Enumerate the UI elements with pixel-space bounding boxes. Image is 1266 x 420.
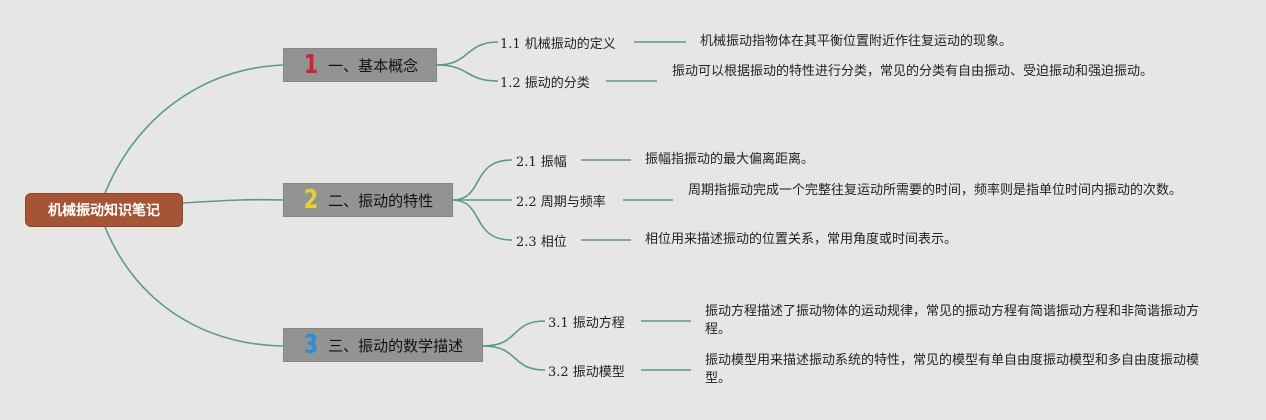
edge-root-branch-3 <box>104 226 285 347</box>
edge-branch-2-sub-3 <box>451 199 513 241</box>
branch-number-1: 1 <box>303 50 319 80</box>
branch-number-3: 3 <box>303 330 319 360</box>
branch-node-3[interactable]: 3 三、振动的数学描述 <box>283 328 483 362</box>
sub-node-2-3[interactable]: 2.3 相位 <box>516 235 567 250</box>
edge-branch-2-sub-1 <box>451 159 513 201</box>
branch-label-3: 三、振动的数学描述 <box>328 336 464 355</box>
edge-branch-3-sub-2 <box>482 345 546 371</box>
leaf-text-2-1: 振幅指振动的最大偏离距离。 <box>645 152 815 167</box>
branch-node-2[interactable]: 2 二、振动的特性 <box>283 183 453 217</box>
leaf-text-2-3: 相位用来描述振动的位置关系，常用角度或时间表示。 <box>645 232 958 247</box>
edge-root-branch-1 <box>104 64 285 194</box>
edge-branch-3-sub-1 <box>482 320 546 347</box>
branch-node-1[interactable]: 1 一、基本概念 <box>283 48 437 82</box>
edge-root-branch-2 <box>182 198 285 204</box>
leaf-text-3-1: 振动方程描述了振动物体的运动规律，常见的振动方程有简谐振动方程和非简谐振动方程。 <box>705 304 1200 337</box>
sub-node-1-2[interactable]: 1.2 振动的分类 <box>500 76 590 91</box>
leaf-text-1-2: 振动可以根据振动的特性进行分类，常见的分类有自由振动、受迫振动和强迫振动。 <box>672 64 1154 79</box>
root-node[interactable]: 机械振动知识笔记 <box>25 193 183 227</box>
sub-node-3-2[interactable]: 3.2 振动模型 <box>548 365 625 380</box>
sub-node-3-1[interactable]: 3.1 振动方程 <box>548 316 625 331</box>
edge-branch-1-sub-2 <box>436 64 499 82</box>
branch-label-2: 二、振动的特性 <box>328 191 434 210</box>
leaf-text-2-2: 周期指振动完成一个完整往复运动所需要的时间，频率则是指单位时间内振动的次数。 <box>688 183 1183 198</box>
edge-branch-1-sub-1 <box>436 41 499 66</box>
sub-node-2-1[interactable]: 2.1 振幅 <box>516 155 567 170</box>
branch-number-2: 2 <box>303 185 319 215</box>
root-label: 机械振动知识笔记 <box>48 203 160 219</box>
sub-node-1-1[interactable]: 1.1 机械振动的定义 <box>500 37 616 52</box>
leaf-text-1-1: 机械振动指物体在其平衡位置附近作往复运动的现象。 <box>700 34 1013 49</box>
sub-node-2-2[interactable]: 2.2 周期与频率 <box>516 195 606 210</box>
leaf-text-3-2: 振动模型用来描述振动系统的特性，常见的模型有单自由度振动模型和多自由度振动模型。 <box>705 353 1200 386</box>
branch-label-1: 一、基本概念 <box>328 56 419 75</box>
